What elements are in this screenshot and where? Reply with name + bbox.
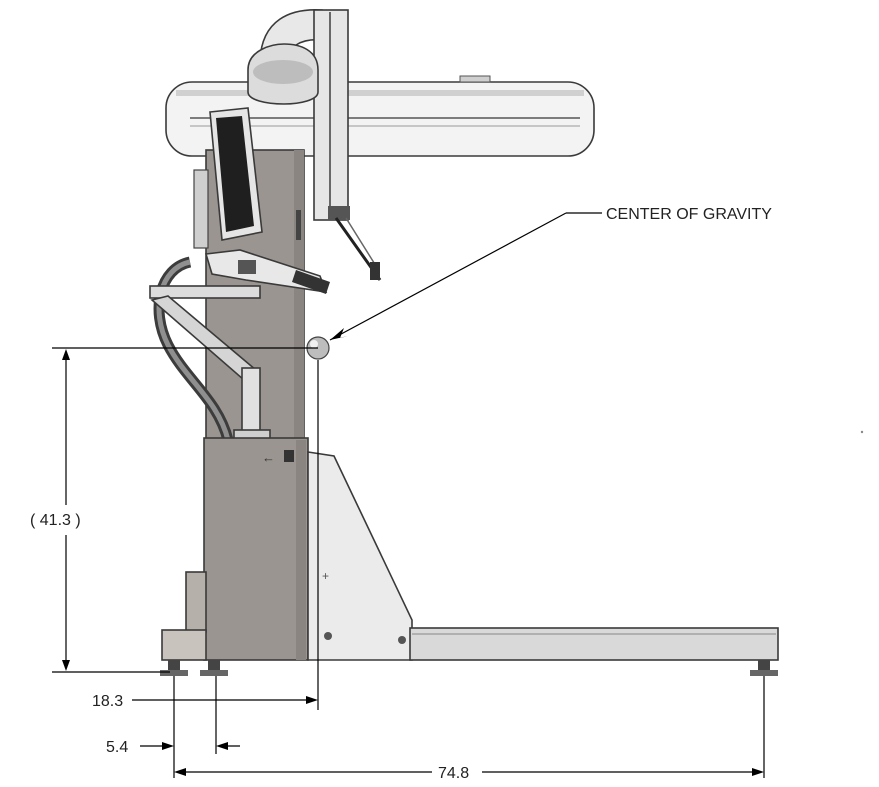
leveling-feet	[160, 660, 778, 676]
cog-sphere-icon	[306, 336, 330, 360]
base-support: +	[307, 451, 413, 661]
base-bar	[409, 627, 779, 661]
articulated-arm	[149, 249, 330, 442]
height-dimension	[52, 347, 318, 673]
svg-text:+: +	[322, 569, 329, 583]
dimension-18-3	[132, 696, 318, 704]
lower-cabinet: ←	[203, 437, 309, 661]
dimension-5-4-label: 5.4	[106, 739, 128, 756]
dimension-74-8	[174, 768, 764, 776]
hanging-probe	[334, 217, 382, 281]
cog-leader-line	[329, 212, 602, 341]
rear-bracket	[161, 571, 207, 661]
dimension-5-4	[140, 742, 240, 750]
svg-text:←: ←	[262, 450, 275, 465]
dimension-74-8-label: 74.8	[438, 765, 469, 782]
extension-lines	[173, 360, 765, 778]
dimension-18-3-label: 18.3	[92, 693, 123, 710]
cog-label: CENTER OF GRAVITY	[606, 206, 772, 223]
vertical-mast	[313, 9, 350, 221]
height-dimension-label: ( 41.3 )	[30, 512, 81, 529]
light-head	[247, 43, 319, 105]
monitor	[193, 107, 263, 249]
